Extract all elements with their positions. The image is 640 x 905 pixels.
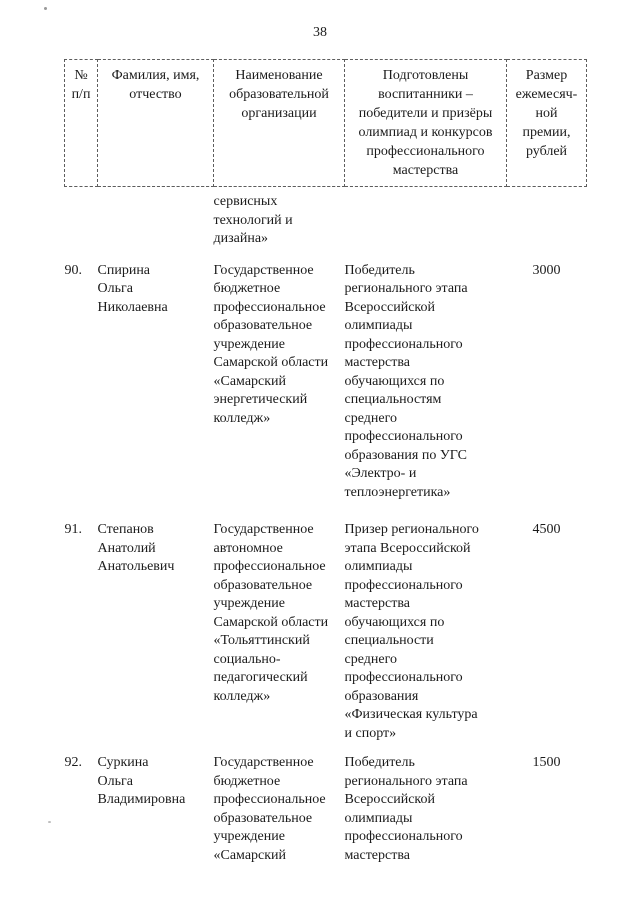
cell-premium-amount: 3000 bbox=[532, 262, 561, 278]
table-row-90: 90. Спирина Ольга Николаевна Государстве… bbox=[65, 262, 587, 522]
table-body: сервисных технологий и дизайна» 90. Спир… bbox=[65, 187, 587, 866]
cell-achievement bbox=[345, 187, 507, 262]
cell-organization: Государственное бюджетное профессиональн… bbox=[213, 262, 329, 426]
header-full-name: Фамилия, имя, отчество bbox=[97, 59, 214, 187]
cell-organization: Государственное бюджетное профессиональн… bbox=[213, 755, 326, 863]
cell-premium-amount: 4500 bbox=[532, 522, 561, 537]
cell-premium-amount bbox=[507, 187, 587, 262]
header-row-number: № п/п bbox=[64, 59, 98, 187]
cell-row-number: 92. bbox=[64, 755, 83, 770]
cell-achievement: Победитель регионального этапа Всероссий… bbox=[344, 262, 468, 500]
header-premium-amount: Размер ежемесяч- ной премии, рублей bbox=[506, 59, 587, 187]
table-row-92: 92. Суркина Ольга Владимировна Государст… bbox=[65, 754, 587, 865]
cell-organization: сервисных технологий и дизайна» bbox=[213, 194, 293, 246]
cell-full-name: Степанов Анатолий Анатольевич bbox=[97, 522, 175, 574]
cell-full-name bbox=[98, 187, 214, 262]
header-row: № п/п Фамилия, имя, отчество Наименовани… bbox=[64, 59, 587, 187]
cell-full-name: Спирина Ольга Николаевна bbox=[97, 262, 168, 315]
page-number: 38 bbox=[313, 25, 327, 40]
table-row-continuation: сервисных технологий и дизайна» bbox=[65, 187, 587, 262]
table-row-91: 91. Степанов Анатолий Анатольевич Госуда… bbox=[65, 521, 587, 754]
scan-artifact bbox=[48, 821, 51, 823]
awards-table: № п/п Фамилия, имя, отчество Наименовани… bbox=[64, 59, 587, 865]
header-organization: Наименование образовательной организации bbox=[213, 59, 345, 187]
table-header: № п/п Фамилия, имя, отчество Наименовани… bbox=[64, 59, 587, 187]
header-achievement: Подготовлены воспитанники – победители и… bbox=[344, 59, 507, 187]
cell-premium-amount: 1500 bbox=[532, 755, 561, 770]
cell-row-number: 91. bbox=[64, 522, 83, 537]
cell-achievement: Победитель регионального этапа Всероссий… bbox=[344, 755, 468, 863]
scan-artifact bbox=[44, 7, 47, 10]
cell-full-name: Суркина Ольга Владимировна bbox=[97, 755, 186, 807]
cell-row-number bbox=[65, 187, 98, 262]
cell-achievement: Призер регионального этапа Всероссийской… bbox=[344, 522, 479, 741]
cell-row-number: 90. bbox=[64, 262, 83, 278]
cell-organization: Государственное автономное профессиональ… bbox=[213, 522, 329, 704]
